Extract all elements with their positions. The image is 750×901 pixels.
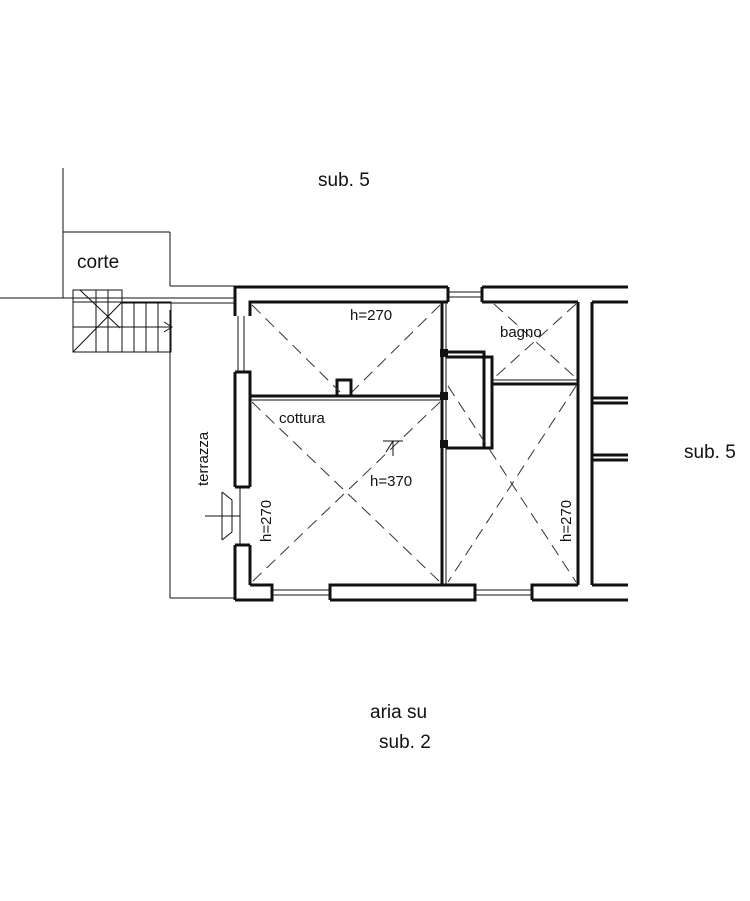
outer-walls (233, 285, 628, 602)
label-height-top-room: h=270 (350, 307, 392, 324)
label-sub-right: sub. 5 (684, 442, 736, 463)
interior-walls (250, 302, 578, 585)
label-corte: corte (77, 252, 119, 273)
label-height-left: h=270 (258, 500, 275, 542)
level-change-marker (383, 440, 403, 456)
staircase (72, 289, 173, 353)
label-sub-bottom: sub. 2 (379, 732, 431, 753)
label-terrazza: terrazza (195, 431, 212, 486)
corte-outline (0, 168, 235, 599)
label-cottura: cottura (279, 410, 326, 427)
label-bagno: bagno (500, 324, 542, 341)
room-diagonals (251, 303, 577, 583)
label-sub-top: sub. 5 (318, 170, 370, 191)
door-arrow (205, 491, 240, 541)
label-aria-su: aria su (370, 702, 427, 723)
label-height-center: h=370 (370, 473, 412, 490)
label-height-right: h=270 (558, 500, 575, 542)
